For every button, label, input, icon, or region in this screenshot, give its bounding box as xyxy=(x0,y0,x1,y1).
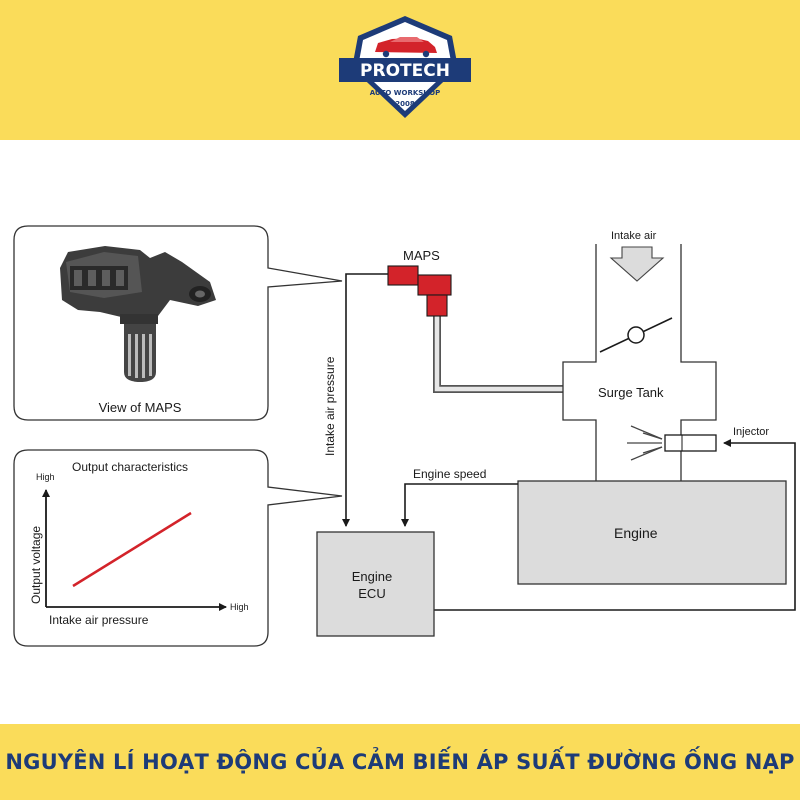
throttle-shaft-icon xyxy=(627,326,645,344)
graph-y-axis-label: Output voltage xyxy=(29,526,43,604)
headline: NGUYÊN LÍ HOẠT ĐỘNG CỦA CẢM BIẾN ÁP SUẤT… xyxy=(5,750,795,774)
car-icon xyxy=(375,37,437,58)
injector-body xyxy=(664,434,717,452)
engine-speed-label: Engine speed xyxy=(413,467,486,481)
maps-label: MAPS xyxy=(403,248,440,263)
engine-label: Engine xyxy=(614,525,658,541)
logo-banner xyxy=(339,58,471,82)
logo-year: 2008 xyxy=(395,100,415,108)
vacuum-hose-outer xyxy=(433,316,563,393)
injector: Injector xyxy=(627,425,769,461)
injector-control-line xyxy=(434,439,796,611)
output-characteristic-line xyxy=(72,511,192,588)
output-characteristics-callout: Output characteristics High High Output … xyxy=(13,449,343,647)
logo-name: PROTECH xyxy=(360,61,450,81)
graph-title: Output characteristics xyxy=(72,460,188,474)
intake-manifold: Intake air Surge Tank xyxy=(562,230,717,481)
maps-view-caption: View of MAPS xyxy=(99,400,182,415)
signal-label: Intake air pressure xyxy=(323,356,337,456)
maps-sensor-photo xyxy=(60,246,216,382)
engine: Engine xyxy=(517,480,787,585)
footer-band xyxy=(0,724,800,800)
injector-label: Injector xyxy=(733,426,769,438)
logo-tagline: AUTO WORKSHOP xyxy=(370,89,441,97)
graph-y-high: High xyxy=(36,472,55,482)
ecu-label-line2: ECU xyxy=(358,586,385,601)
intake-air-arrow-icon xyxy=(609,246,665,282)
engine-speed-signal: Engine speed xyxy=(401,467,518,527)
intake-air-label: Intake air xyxy=(611,230,657,242)
surge-tank-label: Surge Tank xyxy=(598,385,664,400)
fuel-spray-icon xyxy=(627,425,663,461)
engine-ecu: Engine ECU xyxy=(316,531,435,637)
ecu-label-line1: Engine xyxy=(352,569,392,584)
graph-x-axis-label: Intake air pressure xyxy=(49,613,149,627)
maps-sensor: MAPS xyxy=(387,248,452,317)
vacuum-hose-inner xyxy=(434,316,563,392)
maps-view-callout: View of MAPS xyxy=(13,225,343,421)
graph-x-high: High xyxy=(230,602,249,612)
protech-logo: PROTECH AUTO WORKSHOP 2008 xyxy=(339,16,471,118)
pressure-signal-line: Intake air pressure xyxy=(323,273,388,527)
